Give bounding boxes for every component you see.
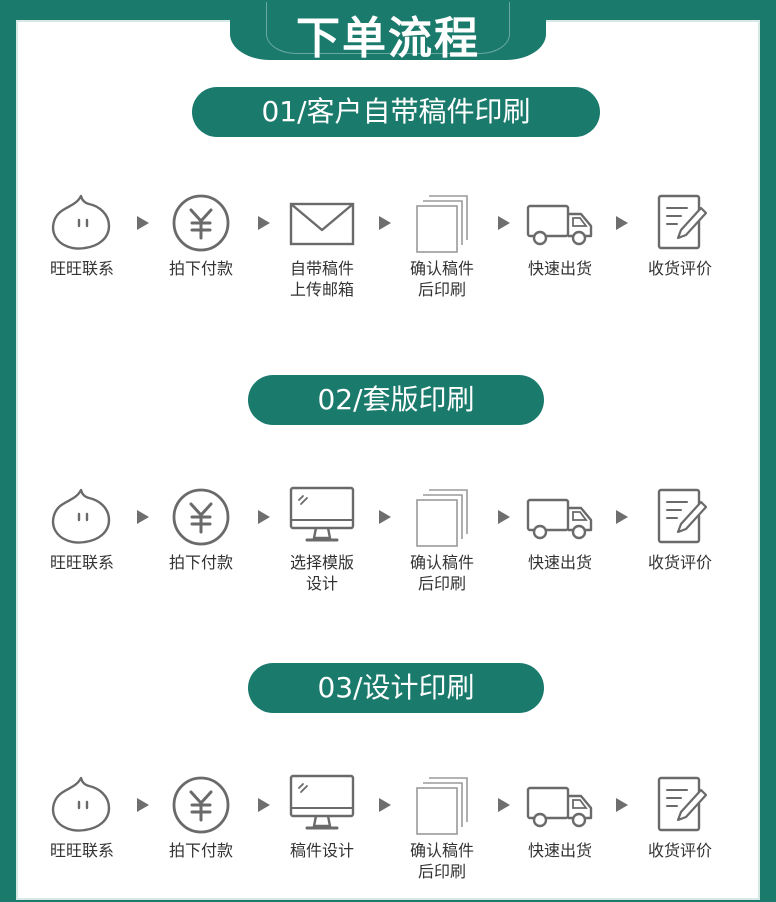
section-heading-01: 01/客户自带稿件印刷 xyxy=(192,87,600,137)
flow-step: 选择模版 设计 xyxy=(262,484,382,594)
flow-step: 拍下付款 xyxy=(141,772,261,861)
review-pencil-icon xyxy=(620,484,740,550)
review-pencil-icon xyxy=(620,772,740,838)
arrow-right-icon xyxy=(498,510,510,524)
paper-stack-icon xyxy=(382,484,502,550)
paper-stack-icon xyxy=(382,190,502,256)
monitor-icon xyxy=(262,772,382,838)
title-banner-trim xyxy=(266,2,510,54)
step-label: 旺旺联系 xyxy=(49,259,114,278)
arrow-right-icon xyxy=(616,216,628,230)
arrow-right-icon xyxy=(137,798,149,812)
flow-step: 收货评价 xyxy=(620,772,740,861)
step-label: 选择模版 设计 xyxy=(289,553,354,593)
step-label: 旺旺联系 xyxy=(49,553,114,572)
flow-step: 拍下付款 xyxy=(141,484,261,573)
arrow-right-icon xyxy=(616,798,628,812)
arrow-right-icon xyxy=(379,510,391,524)
step-label: 确认稿件 后印刷 xyxy=(409,259,474,299)
step-label: 收货评价 xyxy=(647,553,712,572)
page-title: 下单流程 xyxy=(296,13,480,64)
delivery-truck-icon xyxy=(500,772,620,838)
flow-step: 自带稿件 上传邮箱 xyxy=(262,190,382,300)
arrow-right-icon xyxy=(258,798,270,812)
arrow-right-icon xyxy=(258,510,270,524)
yuan-coin-icon xyxy=(141,772,261,838)
yuan-coin-icon xyxy=(141,190,261,256)
envelope-icon xyxy=(262,190,382,256)
arrow-right-icon xyxy=(379,216,391,230)
arrow-right-icon xyxy=(379,798,391,812)
flow-step: 确认稿件 后印刷 xyxy=(382,484,502,594)
step-label: 快速出货 xyxy=(527,259,592,278)
flow-step: 快速出货 xyxy=(500,484,620,573)
step-label: 收货评价 xyxy=(647,841,712,860)
delivery-truck-icon xyxy=(500,484,620,550)
monitor-icon xyxy=(262,484,382,550)
step-label: 旺旺联系 xyxy=(49,841,114,860)
step-label: 拍下付款 xyxy=(168,259,233,278)
arrow-right-icon xyxy=(498,798,510,812)
delivery-truck-icon xyxy=(500,190,620,256)
paper-stack-icon xyxy=(382,772,502,838)
flow-step: 确认稿件 后印刷 xyxy=(382,190,502,300)
step-label: 收货评价 xyxy=(647,259,712,278)
step-label: 稿件设计 xyxy=(289,841,354,860)
flow-step: 拍下付款 xyxy=(141,190,261,279)
arrow-right-icon xyxy=(498,216,510,230)
flow-step: 旺旺联系 xyxy=(22,772,142,861)
arrow-right-icon xyxy=(137,510,149,524)
flow-row-02: 旺旺联系 拍下付款 选择模版 设计 确认稿件 后印刷 快速出货 收货评价 xyxy=(0,484,776,614)
step-label: 快速出货 xyxy=(527,841,592,860)
flow-step: 收货评价 xyxy=(620,484,740,573)
section-heading-03: 03/设计印刷 xyxy=(248,663,544,713)
step-label: 确认稿件 后印刷 xyxy=(409,841,474,881)
wangwang-chat-icon xyxy=(22,190,142,256)
flow-step: 快速出货 xyxy=(500,190,620,279)
flow-step: 稿件设计 xyxy=(262,772,382,861)
flow-step: 快速出货 xyxy=(500,772,620,861)
step-label: 拍下付款 xyxy=(168,553,233,572)
step-label: 自带稿件 上传邮箱 xyxy=(289,259,354,299)
section-heading-02: 02/套版印刷 xyxy=(248,375,544,425)
flow-step: 旺旺联系 xyxy=(22,190,142,279)
arrow-right-icon xyxy=(137,216,149,230)
wangwang-chat-icon xyxy=(22,772,142,838)
flow-step: 确认稿件 后印刷 xyxy=(382,772,502,882)
flow-row-01: 旺旺联系 拍下付款 自带稿件 上传邮箱 确认稿件 后印刷 快速出货 收货评价 xyxy=(0,190,776,320)
arrow-right-icon xyxy=(616,510,628,524)
flow-step: 旺旺联系 xyxy=(22,484,142,573)
wangwang-chat-icon xyxy=(22,484,142,550)
step-label: 确认稿件 后印刷 xyxy=(409,553,474,593)
review-pencil-icon xyxy=(620,190,740,256)
step-label: 拍下付款 xyxy=(168,841,233,860)
title-banner: 下单流程 xyxy=(230,0,546,64)
flow-step: 收货评价 xyxy=(620,190,740,279)
content-panel xyxy=(16,20,760,900)
flow-row-03: 旺旺联系 拍下付款 稿件设计 确认稿件 后印刷 快速出货 收货评价 xyxy=(0,772,776,902)
yuan-coin-icon xyxy=(141,484,261,550)
arrow-right-icon xyxy=(258,216,270,230)
step-label: 快速出货 xyxy=(527,553,592,572)
